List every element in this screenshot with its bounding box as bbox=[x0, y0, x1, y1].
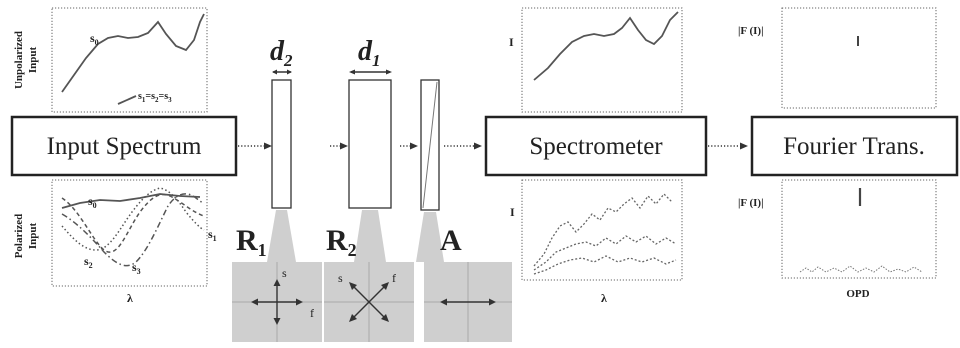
arrow-input-to-r1 bbox=[238, 142, 272, 150]
spectrometer-top-ylabel: I bbox=[509, 35, 514, 49]
spectrometer-trace-2 bbox=[533, 235, 677, 271]
arrow-r1-to-r2 bbox=[330, 142, 348, 150]
polarized-input-plot: s0 s1 s2 s3 Polarized Input λ bbox=[13, 179, 217, 305]
unpolarized-ylabel-line1: Unpolarized bbox=[13, 31, 25, 89]
polarized-s2-curve bbox=[61, 187, 205, 251]
spectrometer-top-plot: I bbox=[509, 7, 683, 113]
r2-label: R2 bbox=[326, 224, 357, 260]
d2-label: d2 bbox=[270, 36, 293, 70]
unpolarized-zero-curve bbox=[117, 95, 137, 105]
input-spectrum-label: Input Spectrum bbox=[47, 133, 202, 160]
analyzer: A bbox=[416, 79, 512, 342]
r2-slow-axis-label: s bbox=[338, 271, 343, 285]
polarized-s2-label: s2 bbox=[84, 254, 93, 270]
spectrometer-trace-1 bbox=[533, 193, 673, 267]
fourier-top-ylabel: |F (I)| bbox=[738, 25, 764, 37]
polarized-s0-label: s0 bbox=[88, 194, 97, 210]
fourier-side-peaks bbox=[799, 265, 923, 273]
r2-fast-axis-label: f bbox=[392, 271, 396, 285]
polarized-s1-curve bbox=[61, 193, 205, 253]
spectrometer-label: Spectrometer bbox=[529, 133, 663, 160]
fourier-label: Fourier Trans. bbox=[783, 133, 925, 160]
retarder-r1: d2 R1 s f bbox=[232, 36, 322, 342]
fourier-bottom-plot: |F (I)| OPD bbox=[738, 179, 937, 300]
spectrometer-trace-3 bbox=[533, 255, 677, 275]
polarized-s3-label: s3 bbox=[132, 260, 141, 276]
unpolarized-zero-label: s1=s2=s3 bbox=[138, 91, 172, 104]
spectrometer-bottom-frame bbox=[521, 179, 683, 281]
spectrometer-xlabel: λ bbox=[601, 291, 607, 305]
polarized-ylabel-line2: Input bbox=[27, 223, 39, 250]
unpolarized-s0-curve bbox=[61, 13, 205, 93]
r1-callout-connector bbox=[267, 210, 296, 262]
unpolarized-plot-frame bbox=[51, 7, 208, 113]
arrow-r2-to-analyzer bbox=[400, 142, 418, 150]
r2-plate bbox=[348, 79, 392, 209]
spectrometer-top-curve bbox=[533, 11, 679, 81]
fourier-top-plot: |F (I)| bbox=[738, 7, 937, 109]
r1-fast-axis-label: f bbox=[310, 306, 314, 320]
r2-callout-connector bbox=[354, 210, 386, 262]
d1-label: d1 bbox=[358, 36, 381, 70]
spectrometer-box bbox=[484, 115, 708, 177]
spectrometer-top-frame bbox=[521, 7, 683, 113]
r1-plate bbox=[271, 79, 292, 209]
r1-label: R1 bbox=[236, 224, 267, 260]
unpolarized-input-plot: s0 s1=s2=s3 Unpolarized Input bbox=[13, 7, 208, 113]
fourier-bottom-ylabel: |F (I)| bbox=[738, 197, 764, 209]
unpolarized-s0-label: s0 bbox=[90, 31, 99, 47]
arrow-spectrometer-to-fourier bbox=[708, 142, 748, 150]
fourier-box bbox=[750, 115, 959, 177]
spectrometer-bottom-plot: I λ bbox=[510, 179, 683, 305]
fourier-top-frame bbox=[781, 7, 937, 109]
polarized-s3-curve bbox=[61, 193, 205, 267]
polarized-plot-frame bbox=[51, 179, 208, 287]
arrow-analyzer-to-spectrometer bbox=[444, 142, 482, 150]
spectrometer-bottom-ylabel: I bbox=[510, 205, 515, 219]
polarized-s1-label: s1 bbox=[208, 227, 217, 243]
polarized-ylabel-line1: Polarized bbox=[13, 214, 25, 259]
input-spectrum-box bbox=[10, 115, 238, 177]
analyzer-label: A bbox=[440, 224, 462, 257]
polarized-s0-curve bbox=[61, 193, 201, 209]
analyzer-callout-connector bbox=[416, 212, 444, 262]
retarder-r2: d1 R2 s f bbox=[324, 36, 414, 342]
fourier-xlabel: OPD bbox=[846, 288, 869, 300]
unpolarized-ylabel-line2: Input bbox=[27, 47, 39, 74]
r1-slow-axis-label: s bbox=[282, 266, 287, 280]
polarized-xlabel: λ bbox=[127, 291, 133, 305]
